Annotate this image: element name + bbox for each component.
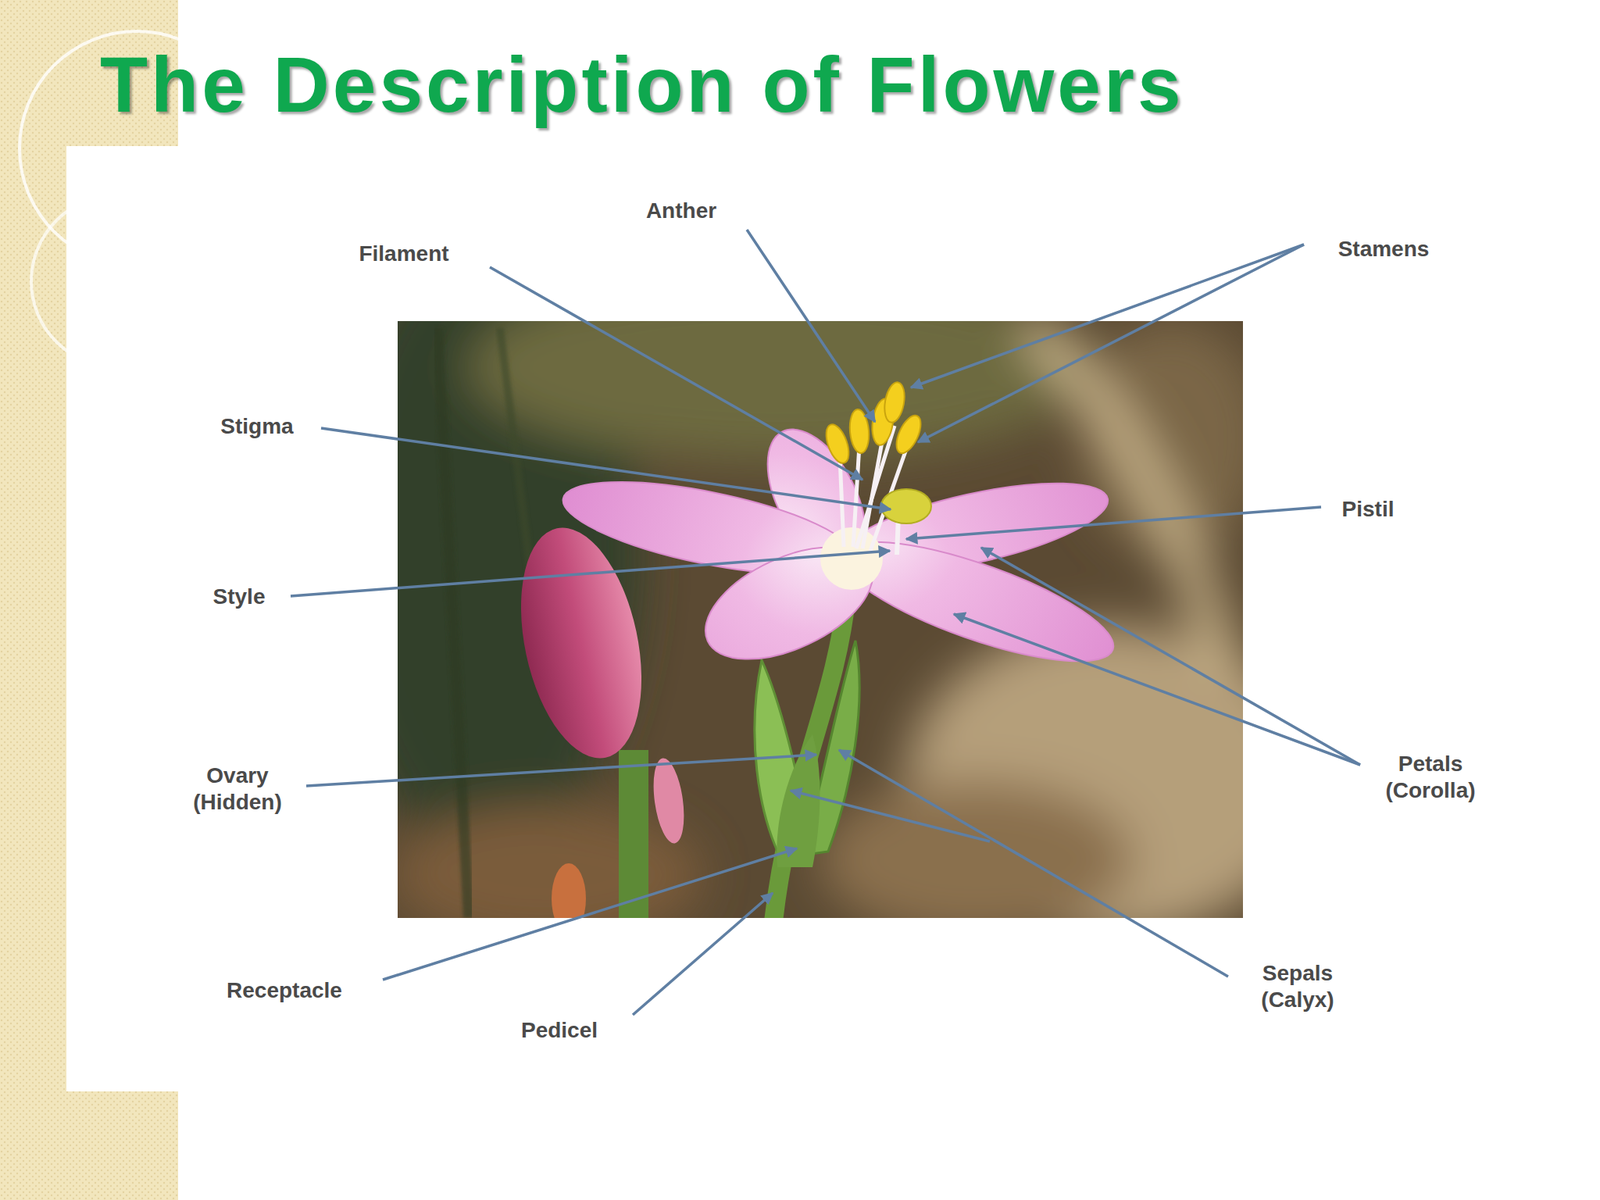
part-label: Stigma — [220, 413, 293, 440]
leader-line — [981, 547, 1361, 765]
part-label: Pedicel — [521, 1017, 598, 1044]
blurred-background — [397, 321, 1243, 918]
flower-photo — [397, 321, 1243, 918]
part-label: Receptacle — [226, 977, 343, 1004]
leader-line — [917, 244, 1304, 443]
leader-lines — [290, 229, 1361, 1015]
leader-line — [489, 267, 863, 480]
content-panel — [66, 146, 1600, 1092]
leader-line — [746, 229, 875, 422]
petals — [556, 414, 1126, 686]
leader-line — [953, 614, 1361, 765]
bud-stem — [618, 750, 649, 918]
anther — [882, 380, 908, 424]
leader-line — [290, 550, 890, 597]
part-label: Petals (Corolla) — [1371, 750, 1490, 804]
leader-line — [790, 790, 990, 842]
part-label: Pistil — [1342, 496, 1395, 523]
part-label: Anther — [646, 197, 717, 225]
leader-line — [321, 428, 891, 510]
leader-line — [382, 848, 797, 980]
bg-grass — [437, 328, 469, 918]
filament — [853, 445, 860, 547]
anther — [848, 408, 872, 454]
leader-line — [839, 750, 1229, 977]
stigma — [881, 489, 932, 524]
slide-title: The Description of Flowers — [100, 45, 1185, 124]
part-label: Ovary (Hidden) — [182, 762, 293, 815]
leader-line — [632, 892, 773, 1015]
leader-line — [906, 507, 1322, 540]
anther — [891, 411, 926, 457]
leader-line — [910, 244, 1304, 388]
part-label: Style — [213, 583, 266, 611]
flower-bud — [501, 516, 661, 769]
small-bud — [649, 756, 690, 846]
bg-shade — [397, 804, 704, 918]
part-label: Stamens — [1338, 235, 1430, 263]
small-bud — [551, 863, 586, 918]
part-label: Sepals (Calyx) — [1245, 960, 1351, 1013]
anthers — [821, 380, 926, 466]
petal — [688, 524, 890, 683]
leader-line — [306, 754, 817, 786]
bg-shade — [820, 781, 1133, 918]
part-label: Filament — [358, 240, 449, 268]
